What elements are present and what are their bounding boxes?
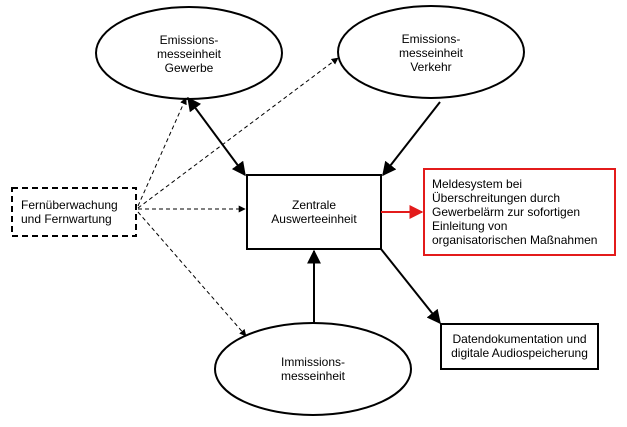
arrow-gewerbe-zentrale xyxy=(187,96,246,177)
arrow-zentrale-datendoku xyxy=(380,248,441,325)
dashed-fern-gewerbe xyxy=(137,97,187,207)
dashed-fern-immission xyxy=(137,211,247,337)
zentrale-box xyxy=(246,174,382,250)
meldesystem-box xyxy=(423,168,616,256)
arrow-verkehr-zentrale xyxy=(382,101,441,177)
immission-ellipse xyxy=(214,322,412,416)
datendoku-box xyxy=(440,323,599,370)
emission-verkehr-ellipse xyxy=(337,5,525,99)
emission-gewerbe-ellipse xyxy=(95,6,283,100)
fernueberwachung-box xyxy=(11,187,137,237)
